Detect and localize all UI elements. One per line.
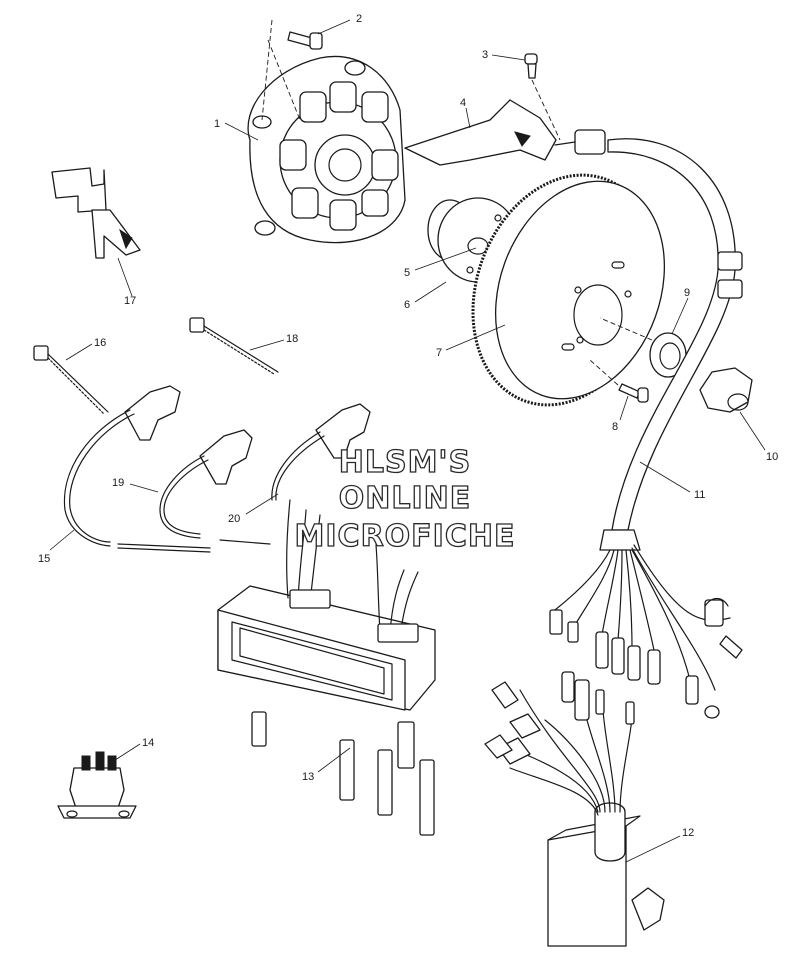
stator-assembly [247, 55, 406, 244]
ignition-module-12 [484, 671, 665, 947]
watermark-line-3: MICROFICHE [295, 519, 516, 554]
callout-16: 16 [94, 337, 106, 349]
callout-5: 5 [404, 267, 410, 279]
callout-4: 4 [460, 97, 466, 109]
callout-8: 8 [612, 421, 618, 433]
callout-20: 20 [228, 513, 240, 525]
callout-13: 13 [302, 771, 314, 783]
regulator-13 [217, 499, 436, 836]
flywheel-7 [471, 173, 666, 407]
screw-2 [261, 19, 323, 121]
spark-plug-wire-15 [63, 385, 211, 553]
callout-12: 12 [682, 827, 694, 839]
screw-8 [589, 359, 649, 403]
watermark: HLSM'S ONLINE MICROFICHE [294, 444, 516, 554]
watermark-line-1: HLSM'S [339, 445, 471, 480]
callout-labels: 1 2 3 4 5 6 7 8 9 10 11 12 13 14 15 16 1… [38, 13, 778, 839]
spark-plug-wire-20 [271, 403, 371, 501]
bracket-4 [404, 99, 606, 166]
callout-6: 6 [404, 299, 410, 311]
callout-11: 11 [694, 489, 705, 501]
bushing-9 [599, 317, 687, 378]
callout-17: 17 [124, 295, 136, 307]
callout-15: 15 [38, 553, 50, 565]
solenoid-14 [57, 751, 137, 819]
cable-tie-18 [189, 317, 279, 375]
callout-3: 3 [482, 49, 488, 61]
callout-14: 14 [142, 737, 154, 749]
spark-plug-wire-19 [159, 429, 271, 545]
callout-19: 19 [112, 477, 124, 489]
callout-7: 7 [436, 347, 442, 359]
callout-2: 2 [356, 13, 362, 25]
leader-lines [49, 19, 766, 863]
callout-1: 1 [214, 118, 220, 130]
callout-18: 18 [286, 333, 298, 345]
nut-10 [699, 367, 753, 413]
callout-10: 10 [766, 451, 778, 463]
wiring-harness-11 [549, 138, 743, 719]
bracket-17 [51, 167, 141, 259]
callout-9: 9 [684, 287, 690, 299]
watermark-line-2: ONLINE [339, 481, 472, 516]
cable-tie-16 [33, 345, 109, 415]
screw-3 [524, 53, 561, 141]
